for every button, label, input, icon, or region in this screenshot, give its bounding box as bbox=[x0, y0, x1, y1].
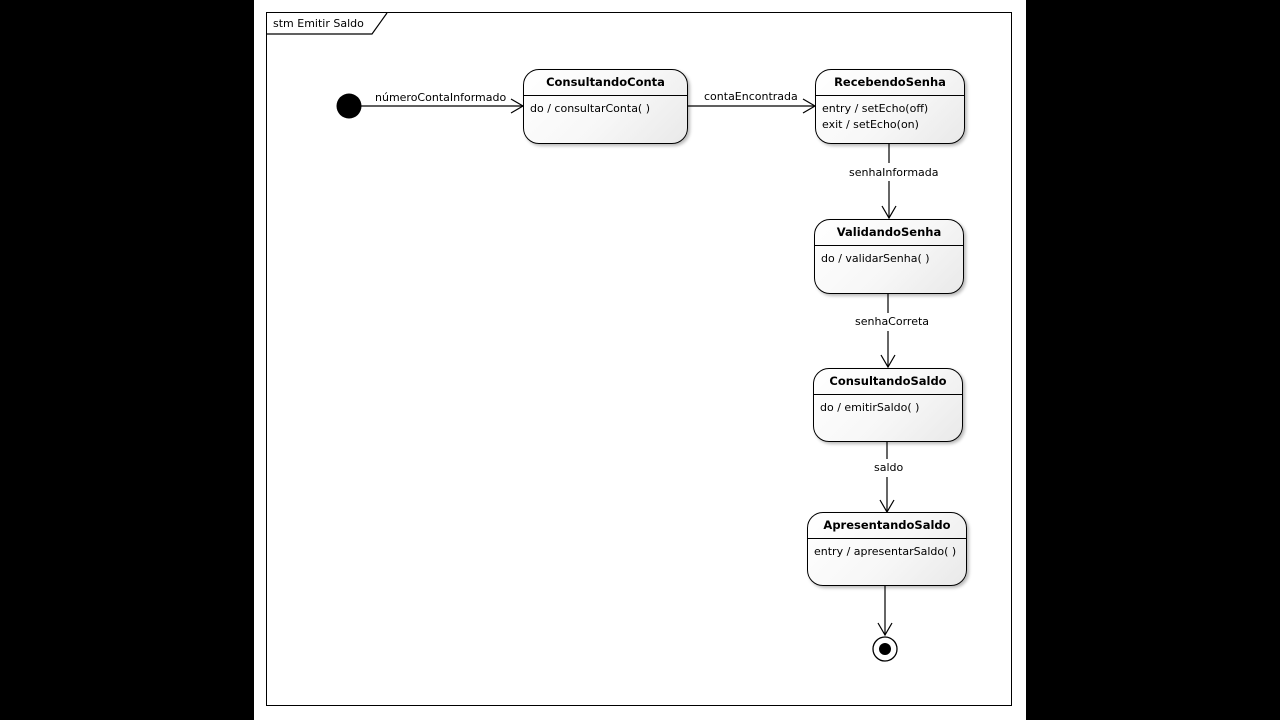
state-activity: entry / apresentarSaldo( ) bbox=[814, 545, 957, 558]
diagram-frame: stm Emitir Saldo bbox=[266, 12, 1012, 706]
state-activity: do / emitirSaldo( ) bbox=[820, 401, 920, 414]
frame-label: stm Emitir Saldo bbox=[273, 17, 364, 30]
transition-edges bbox=[266, 12, 898, 662]
transition-label-conta-encontrada: contaEncontrada bbox=[704, 90, 798, 103]
final-node bbox=[872, 636, 898, 662]
state-activity: exit / setEcho(on) bbox=[822, 118, 919, 131]
initial-node bbox=[336, 93, 362, 119]
frame-name-tab bbox=[266, 12, 388, 35]
diagram-canvas: stm Emitir Saldo ConsultandoConta do / c… bbox=[254, 0, 1026, 720]
state-apresentando-saldo[interactable]: ApresentandoSaldo entry / apresentarSald… bbox=[807, 512, 967, 586]
state-name: ApresentandoSaldo bbox=[808, 513, 966, 539]
state-activity: do / consultarConta( ) bbox=[530, 102, 651, 115]
transition-senha-informada bbox=[881, 144, 897, 220]
state-name: ConsultandoConta bbox=[524, 70, 687, 96]
state-activity: entry / setEcho(off) bbox=[822, 102, 929, 115]
state-consultando-saldo[interactable]: ConsultandoSaldo do / emitirSaldo( ) bbox=[813, 368, 963, 442]
state-recebendo-senha[interactable]: RecebendoSenha entry / setEcho(off) exit… bbox=[815, 69, 965, 144]
state-validando-senha[interactable]: ValidandoSenha do / validarSenha( ) bbox=[814, 219, 964, 294]
state-name: ValidandoSenha bbox=[815, 220, 963, 246]
transition-senha-correta bbox=[880, 294, 896, 369]
transition-label-senha-correta: senhaCorreta bbox=[855, 315, 930, 328]
state-activity: do / validarSenha( ) bbox=[821, 252, 930, 265]
transition-label-numero-conta-informado: númeroContaInformado bbox=[375, 91, 507, 104]
transition-label-senha-informada: senhaInformada bbox=[849, 166, 939, 179]
state-name: ConsultandoSaldo bbox=[814, 369, 962, 395]
transition-label-saldo: saldo bbox=[874, 461, 904, 474]
transition-to-final bbox=[877, 586, 893, 637]
state-name: RecebendoSenha bbox=[816, 70, 964, 96]
state-consultando-conta[interactable]: ConsultandoConta do / consultarConta( ) bbox=[523, 69, 688, 144]
